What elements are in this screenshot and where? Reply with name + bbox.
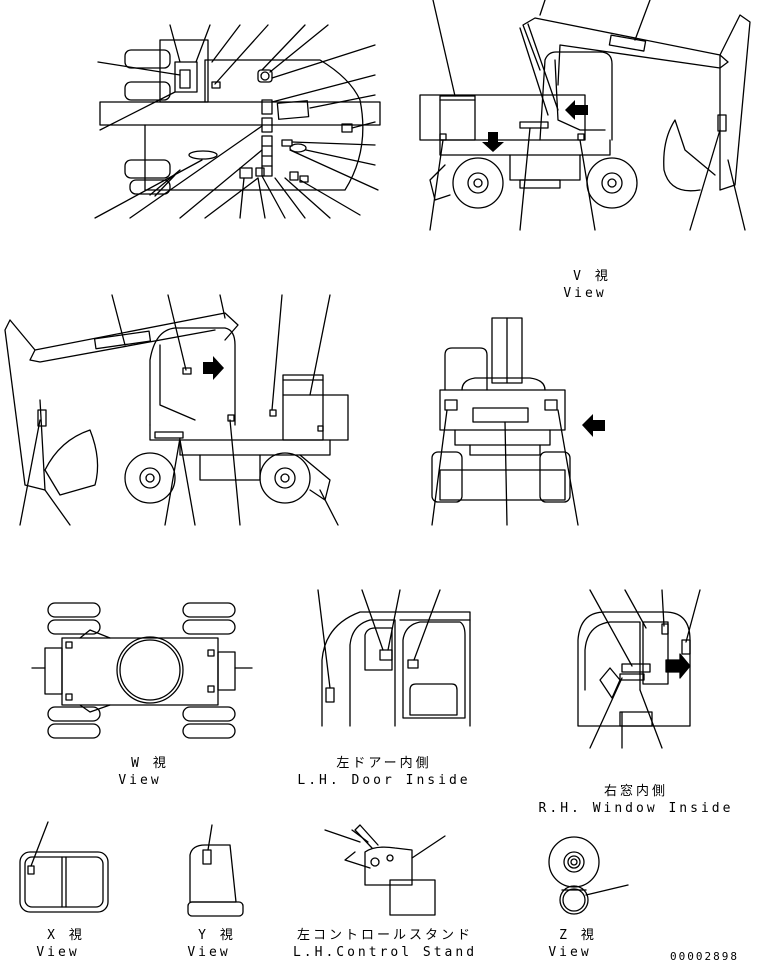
arrow-left-icon [565,100,588,120]
v-view-en-label: View [563,286,607,301]
lh-control-en-label: L.H.Control Stand [292,945,478,960]
rh-window-jp-label: 右窓内側 [603,784,669,799]
rear-view [431,317,579,526]
drawing-number: 00002898 [670,950,739,960]
lh-door-en-label: L.H. Door Inside [297,773,471,788]
y-view [187,824,244,917]
x-view [19,821,109,913]
w-view-en-label: View [118,773,162,788]
y-view-jp-label: Y 視 [198,928,236,943]
z-view-jp-label: Z 視 [559,928,597,943]
side-view-left [4,294,349,526]
arrow-left-icon [582,414,605,437]
arrow-right-icon [203,356,224,380]
z-view-en-label: View [548,945,592,960]
z-view [548,836,629,915]
arrow-down-icon [482,132,504,152]
rh-window-view [577,589,701,749]
lh-control-stand-view [324,824,446,916]
w-view [31,602,253,739]
top-view [94,24,381,219]
w-view-jp-label: W 視 [131,756,169,771]
rh-window-en-label: R.H. Window Inside [538,801,734,816]
lh-door-jp-label: 左ドアー内側 [336,756,432,771]
v-view-jp-label: V 視 [573,269,611,284]
side-view-right [419,0,751,231]
lh-control-jp-label: 左コントロールスタンド [296,928,474,943]
x-view-en-label: View [36,945,80,960]
lh-door-view [317,589,471,727]
y-view-en-label: View [187,945,231,960]
x-view-jp-label: X 視 [47,928,85,943]
